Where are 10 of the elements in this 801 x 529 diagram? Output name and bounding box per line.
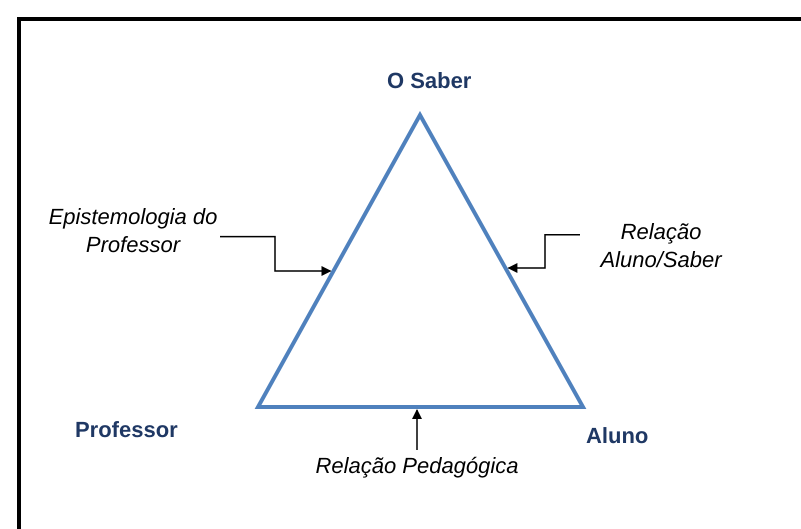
relation-text: Relação Aluno/Saber	[582, 218, 740, 274]
triangle	[254, 110, 586, 409]
leader-arrow	[507, 234, 580, 273]
relation-text: Relação Pedagógica	[300, 452, 534, 480]
leader-arrow	[412, 409, 422, 450]
vertex-label: Aluno	[586, 422, 648, 450]
vertex-label: O Saber	[387, 67, 472, 95]
relation-text: Epistemologia do Professor	[48, 203, 218, 259]
vertex-label: Professor	[75, 416, 178, 444]
leader-arrow	[220, 236, 332, 276]
